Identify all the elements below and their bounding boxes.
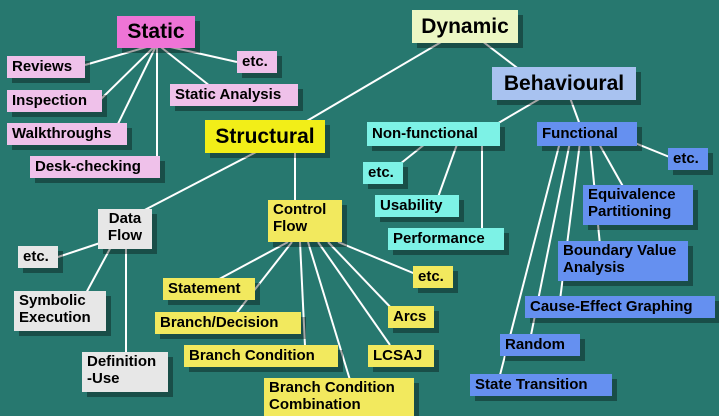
usability-node: Usability [375,195,459,217]
cause-effect-graphing-node: Cause-Effect Graphing [525,296,715,318]
branch-condition-combination-node: Branch Condition Combination [264,378,414,416]
reviews-node: Reviews [7,56,85,78]
boundary-value-analysis-node: Boundary Value Analysis [558,241,688,281]
behavioural-node: Behavioural [492,67,636,100]
df-etc-node: etc. [18,246,58,268]
walkthroughs-node: Walkthroughs [7,123,127,145]
performance-node: Performance [388,228,504,250]
control-flow-node: Control Flow [268,200,342,242]
static-analysis-node: Static Analysis [170,84,298,106]
non-functional-node: Non-functional [367,122,500,146]
inspection-node: Inspection [7,90,102,112]
equivalence-partitioning-node: Equivalence Partitioning [583,185,693,225]
f-etc-node: etc. [668,148,708,170]
desk-checking-node: Desk-checking [30,156,160,178]
static-node: Static [117,16,195,48]
branch-condition-node: Branch Condition [184,345,338,367]
lcsaj-node: LCSAJ [368,345,434,367]
symbolic-execution-node: Symbolic Execution [14,291,106,331]
structural-node: Structural [205,120,325,153]
branch-decision-node: Branch/Decision [155,312,301,334]
random-node: Random [500,334,580,356]
arcs-node: Arcs [388,306,434,328]
dynamic-node: Dynamic [412,10,518,43]
statement-node: Statement [163,278,255,300]
definition-use-node: Definition -Use [82,352,168,392]
nf-etc-node: etc. [363,162,403,184]
cf-etc-node: etc. [413,266,453,288]
state-transition-node: State Transition [470,374,612,396]
static-etc-node: etc. [237,51,277,73]
functional-node: Functional [537,122,637,146]
data-flow-node: Data Flow [98,209,152,249]
